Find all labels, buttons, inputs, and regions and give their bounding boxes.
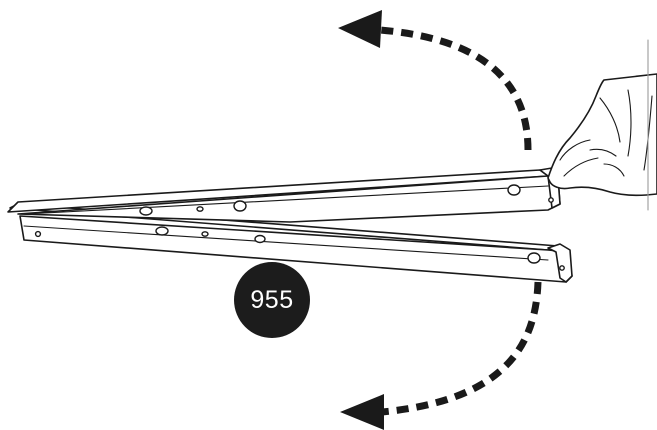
badge-number: 955 — [250, 286, 294, 314]
hand-icon — [547, 39, 657, 211]
rotate-down-arrow-icon — [340, 281, 542, 430]
badge — [234, 262, 310, 338]
rotate-up-arrow-icon — [338, 10, 532, 151]
upper-rail — [7, 167, 561, 223]
